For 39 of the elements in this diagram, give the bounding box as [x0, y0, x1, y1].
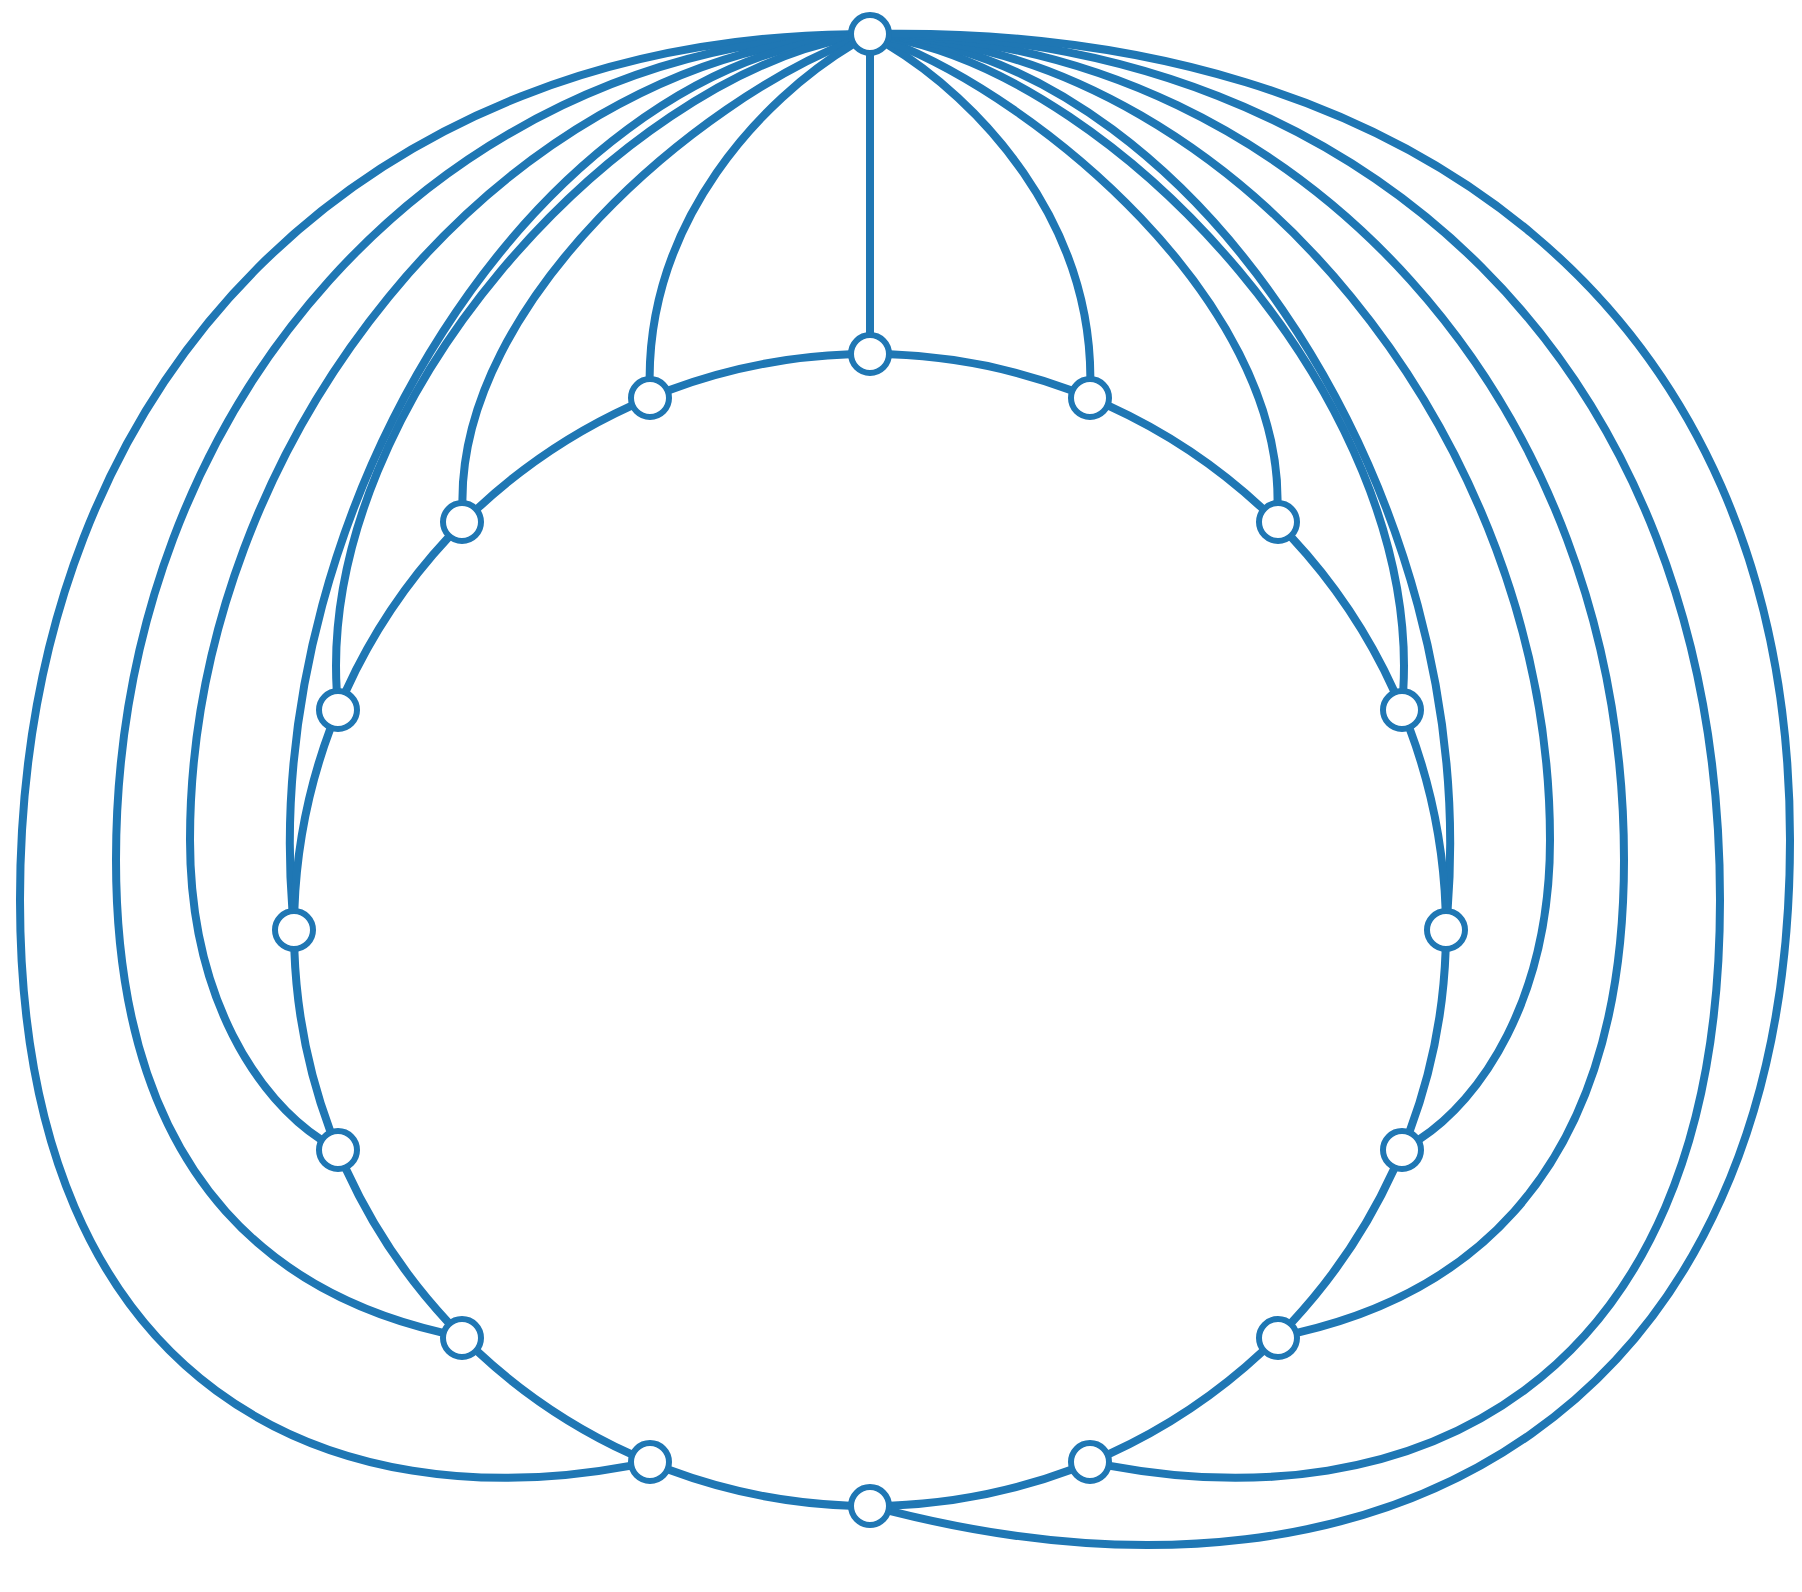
- graph-edge: [1405, 949, 1450, 1134]
- graph-edge: [1405, 726, 1450, 911]
- graph-edge: [666, 350, 851, 395]
- graph-edge: [474, 402, 634, 512]
- graph-edge: [342, 534, 452, 694]
- graph-vertex: [1068, 1440, 1113, 1485]
- graph-edge: [889, 350, 1074, 395]
- graph-vertex: [315, 687, 360, 732]
- graph-edge: [645, 40, 856, 379]
- graph-vertex: [315, 1128, 360, 1173]
- graph-vertex: [440, 500, 485, 545]
- graph-edge: [16, 30, 851, 1482]
- graph-vertex: [1380, 687, 1425, 732]
- graph-edge: [1288, 534, 1398, 694]
- graph-vertex: [1424, 908, 1468, 952]
- graph-vertex: [1380, 1128, 1425, 1173]
- graph-edge: [889, 1465, 1074, 1510]
- graph-edge: [884, 40, 1095, 379]
- graph-edge: [474, 1348, 634, 1458]
- graph-vertex: [627, 375, 672, 420]
- graph-vertex: [1255, 1315, 1300, 1360]
- graph-vertex: [848, 12, 892, 56]
- graph-edge: [887, 37, 1282, 504]
- graph-edge: [290, 949, 335, 1134]
- graph-edge: [866, 54, 874, 334]
- graph-edge: [290, 726, 335, 911]
- graph-vertex: [848, 332, 892, 376]
- graph-edge: [1106, 1348, 1266, 1458]
- graph-vertex: [1255, 500, 1300, 545]
- graph-edge: [666, 1465, 851, 1510]
- graph-vertex: [1068, 375, 1113, 420]
- graph-vertex: [627, 1440, 672, 1485]
- graph-vertex: [848, 1484, 892, 1528]
- graph-edge: [1106, 402, 1266, 512]
- graph-vertex: [272, 908, 316, 952]
- graph-edge: [342, 1166, 452, 1326]
- graph-edge: [1288, 1166, 1398, 1326]
- graph-vertex: [440, 1315, 485, 1360]
- graph-edge: [458, 37, 853, 504]
